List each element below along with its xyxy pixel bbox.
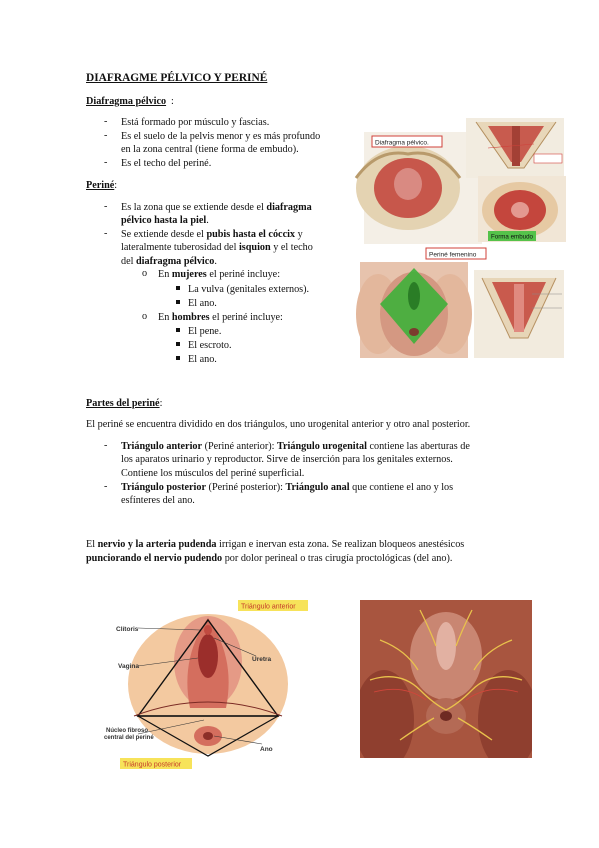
triangulo-anterior-line-3: Contiene los músculos del periné superfi… xyxy=(121,468,305,479)
label-uretra: Uretra xyxy=(252,656,272,663)
label-clitoris: Clítoris xyxy=(116,626,139,633)
vagina-icon xyxy=(198,634,218,678)
nerve-dissection-svg xyxy=(360,600,532,758)
hombres-item-2: El escroto. xyxy=(176,339,232,352)
triangles-svg: Triángulo anterior Triángulo posterior C… xyxy=(104,600,308,769)
bullet-circle: o xyxy=(142,311,148,322)
label-vagina: Vagina xyxy=(118,663,139,670)
label-ano: Ano xyxy=(260,746,273,753)
label-box-embudo xyxy=(488,231,536,241)
hombres-line: En hombres el periné incluye: xyxy=(158,312,283,323)
bullet-dash: - xyxy=(104,440,108,451)
heading-diafragma: Diafragma pélvico xyxy=(86,96,167,107)
label-triangulo-posterior: Triángulo posterior xyxy=(123,762,182,769)
label-box-anterior xyxy=(238,600,308,611)
label-nucleo-1: Núcleo fibroso xyxy=(106,728,148,734)
bullet-dash: - xyxy=(104,201,108,212)
triangulo-anterior-line-2: los aparatos urinario y reproductor. Sir… xyxy=(121,454,453,465)
label-triangulo-anterior: Triángulo anterior xyxy=(241,604,296,611)
vulva-icon xyxy=(436,622,456,670)
bullet-dash: - xyxy=(104,228,108,239)
mujeres-item-1: La vulva (genitales externos). xyxy=(176,283,309,296)
label-box-perine xyxy=(425,247,487,260)
mujeres-item-2: El ano. xyxy=(176,297,217,310)
label-diafragma: Diafragma pélvico. xyxy=(375,140,429,147)
hombres-item-1: El pene. xyxy=(176,325,221,338)
triangulo-posterior-line: Triángulo posterior (Periné posterior): … xyxy=(121,482,454,493)
square-bullet-icon xyxy=(176,300,180,304)
label-embudo: Forma embudo xyxy=(491,234,534,241)
hombres-item-3: El ano. xyxy=(176,353,217,366)
label-box-posterior xyxy=(120,758,192,769)
diafragma-item-3: Es el techo del periné. xyxy=(121,158,212,169)
square-bullet-icon xyxy=(176,286,180,290)
mujeres-line: En mujeres el periné incluye: xyxy=(158,269,281,280)
label-box-diafragma xyxy=(371,135,443,148)
bullet-circle: o xyxy=(142,268,148,279)
perine-item-1: Es la zona que se extiende desde el diaf… xyxy=(121,202,312,213)
nervio-line-1: El nervio y la arteria pudenda irrigan e… xyxy=(86,539,465,550)
anus-icon xyxy=(440,711,452,721)
anatomy-collage-svg: Diafragma pélvico. Forma embudo Periné f… xyxy=(354,118,566,358)
nervio-line-2: punciorando el nervio pudendo por dolor … xyxy=(86,553,453,564)
label-perine: Periné femenino xyxy=(429,252,477,259)
diafragma-item-2b: en la zona central (tiene forma de embud… xyxy=(121,144,299,155)
bullet-dash: - xyxy=(104,157,108,168)
heading-partes-row: Partes del periné: xyxy=(86,398,163,409)
clitoris-icon xyxy=(204,625,212,635)
triangulo-anterior-line: Triángulo anterior (Periné anterior): Tr… xyxy=(121,441,470,452)
diafragma-item-1: Está formado por músculo y fascias. xyxy=(121,117,270,128)
partes-intro: El periné se encuentra dividido en dos t… xyxy=(86,419,471,430)
bullet-dash: - xyxy=(104,481,108,492)
perine-item-2: Se extiende desde el pubis hasta el cócc… xyxy=(121,229,303,240)
bullet-dash: - xyxy=(104,116,108,127)
pudendal-nerve-icon xyxy=(369,609,523,741)
heading-colon: : xyxy=(171,96,174,107)
triangulo-posterior-line-2: esfínteres del ano. xyxy=(121,495,195,506)
perine-item-2c: del diafragma pélvico. xyxy=(121,256,217,267)
triangle-posterior-icon xyxy=(135,715,281,757)
triangles-diagram: Triángulo anterior Triángulo posterior C… xyxy=(104,598,324,770)
anatomy-collage: Diafragma pélvico. Forma embudo Periné f… xyxy=(348,118,568,363)
square-bullet-icon xyxy=(176,356,180,360)
bullet-dash: - xyxy=(104,130,108,141)
label-nucleo-2: central del periné xyxy=(104,735,154,741)
heading-perine-row: Periné: xyxy=(86,180,118,191)
anus-icon xyxy=(203,732,213,740)
square-bullet-icon xyxy=(176,328,180,332)
square-bullet-icon xyxy=(176,342,180,346)
perine-item-2b: lateralmente tuberosidad del isquion y e… xyxy=(121,242,313,253)
perine-item-1b: pélvico hasta la piel. xyxy=(121,215,209,226)
diafragma-item-2: Es el suelo de la pelvis menor y es más … xyxy=(121,131,321,142)
page-title: DIAFRAGME PÉLVICO Y PERINÉ xyxy=(86,72,268,84)
nerve-dissection-image xyxy=(360,600,532,758)
